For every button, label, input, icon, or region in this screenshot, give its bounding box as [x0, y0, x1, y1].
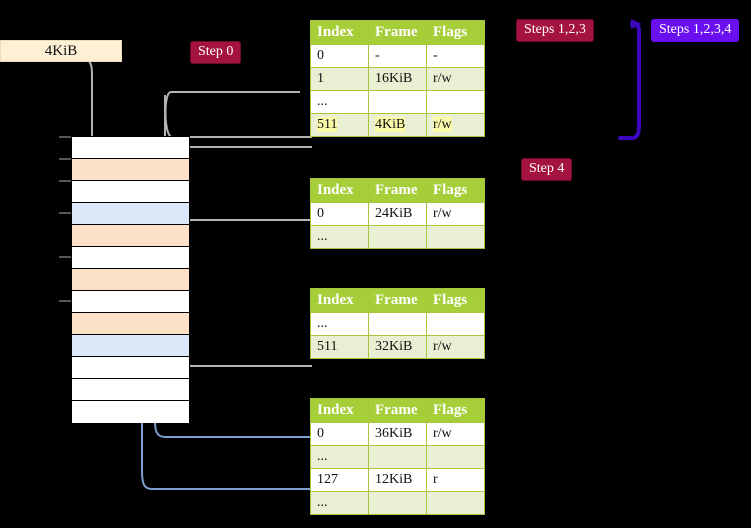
- column-header-index: Index: [310, 288, 369, 313]
- memory-frame-row: [72, 181, 189, 203]
- table-cell: r/w: [426, 335, 485, 359]
- table-cell: ...: [310, 312, 369, 336]
- column-header-frame: Frame: [368, 20, 427, 45]
- column-header-flags: Flags: [426, 398, 485, 423]
- column-header-index: Index: [310, 398, 369, 423]
- table-cell: ...: [310, 90, 369, 114]
- column-header-flags: Flags: [426, 288, 485, 313]
- table-row: ...: [310, 90, 485, 114]
- table-cell: [426, 90, 485, 114]
- table-cell: [368, 90, 427, 114]
- highlighted-value: 4KiB: [375, 117, 406, 132]
- table-row: 0--: [310, 44, 485, 68]
- highlighted-value: r/w: [433, 117, 452, 132]
- table-cell: 0: [310, 44, 369, 68]
- badge-steps-123: Steps 1,2,3: [516, 19, 594, 42]
- table-cell: 4KiB: [368, 113, 427, 137]
- badge-step-4: Step 4: [521, 158, 573, 181]
- table-cell: [368, 225, 427, 249]
- table-cell: -: [368, 44, 427, 68]
- table-cell: [368, 491, 427, 515]
- column-header-frame: Frame: [368, 288, 427, 313]
- table-row: ...: [310, 445, 485, 469]
- table-cell: [368, 312, 427, 336]
- memory-frame-row: [72, 313, 189, 335]
- table-row: ...: [310, 491, 485, 515]
- table-cell: ...: [310, 491, 369, 515]
- table-cell: -: [426, 44, 485, 68]
- table-cell: 24KiB: [368, 202, 427, 226]
- table-cell: r/w: [426, 67, 485, 91]
- wire-pdp-0-to-frame: [181, 219, 312, 262]
- table-row: 511 4KiB r/w: [310, 113, 485, 137]
- wire-pml4-511-loop: [164, 91, 312, 138]
- physical-memory-column: [71, 136, 190, 423]
- memory-frame-row: [72, 159, 189, 181]
- badge-step-0: Step 0: [190, 41, 242, 64]
- memory-frame-row: [72, 269, 189, 291]
- memory-frame-row: [72, 379, 189, 401]
- table-cell: 16KiB: [368, 67, 427, 91]
- table-cell: 511: [310, 335, 369, 359]
- table-cell: [368, 445, 427, 469]
- table-cell: r/w: [426, 113, 485, 137]
- table-cell: 12KiB: [368, 468, 427, 492]
- highlighted-value: 511: [317, 117, 338, 132]
- memory-frame-row: [72, 247, 189, 269]
- table-cell: ...: [310, 225, 369, 249]
- memory-frame-row: [72, 137, 189, 159]
- column-header-flags: Flags: [426, 178, 485, 203]
- size-label-4kib: 4KiB: [0, 40, 122, 62]
- table-row: ...: [310, 225, 485, 249]
- table-cell: [426, 225, 485, 249]
- column-header-index: Index: [310, 178, 369, 203]
- memory-frame-row: [72, 357, 189, 379]
- table-cell: [426, 445, 485, 469]
- memory-ticks: [59, 136, 73, 414]
- table-cell: ...: [310, 445, 369, 469]
- table-cell: 0: [310, 422, 369, 446]
- column-header-frame: Frame: [368, 178, 427, 203]
- memory-frame-row: [72, 335, 189, 357]
- violet-steps-arrow: [618, 18, 642, 140]
- table-cell: 127: [310, 468, 369, 492]
- column-header-frame: Frame: [368, 398, 427, 423]
- table-cell: r/w: [426, 422, 485, 446]
- table-cell: r: [426, 468, 485, 492]
- table-cell: r/w: [426, 202, 485, 226]
- column-header-index: Index: [310, 20, 369, 45]
- table-cell: 36KiB: [368, 422, 427, 446]
- table-row: ...: [310, 312, 485, 336]
- wire-pd-511-to-frame: [181, 318, 312, 367]
- memory-frame-row: [72, 203, 189, 225]
- table-cell: [426, 491, 485, 515]
- table-cell: [426, 312, 485, 336]
- wire-pml4-seg-a: [179, 144, 312, 151]
- table-cell: 511: [310, 113, 369, 137]
- memory-frame-row: [72, 291, 189, 313]
- table-cell: 0: [310, 202, 369, 226]
- column-header-flags: Flags: [426, 20, 485, 45]
- memory-frame-row: [72, 225, 189, 247]
- memory-frame-row: [72, 401, 189, 423]
- table-cell: 32KiB: [368, 335, 427, 359]
- table-cell: 1: [310, 67, 369, 91]
- badge-steps-1234: Steps 1,2,3,4: [651, 19, 740, 42]
